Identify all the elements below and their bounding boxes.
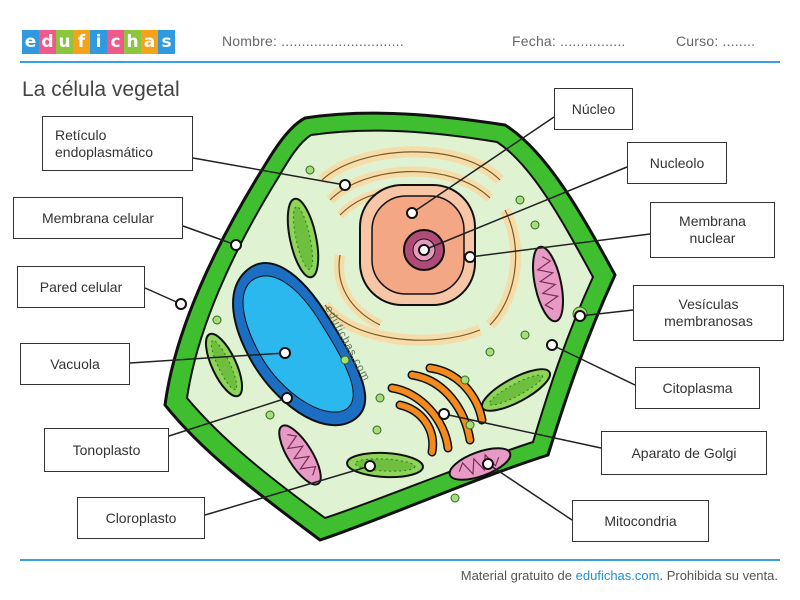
logo-letter: e [22, 30, 39, 54]
label-membrana-celular: Membrana celular [13, 197, 183, 239]
logo-letter: u [56, 30, 73, 54]
page-title: La célula vegetal [22, 78, 180, 101]
label-nucleolo: Nucleolo [627, 142, 727, 184]
label-aparato-de-golgi: Aparato de Golgi [601, 431, 767, 475]
label-vacuola: Vacuola [20, 343, 130, 385]
leader-lines [129, 116, 651, 521]
fecha-field: Fecha: ................ [512, 33, 626, 49]
label-vesiculas-line2: membranosas [664, 313, 753, 329]
logo-letter: d [39, 30, 56, 54]
logo-letter: f [73, 30, 90, 54]
footer-prefix: Material gratuito de [460, 568, 576, 583]
label-citoplasma: Citoplasma [635, 367, 760, 409]
logo-letter: i [90, 30, 107, 54]
logo-letter: c [107, 30, 124, 54]
chloroplasts [204, 197, 552, 479]
label-nucleo: Núcleo [554, 88, 633, 130]
footer-text: Material gratuito de edufichas.com. Proh… [461, 568, 778, 583]
vacuole [232, 262, 367, 427]
label-tonoplasto: Tonoplasto [44, 428, 169, 472]
header-divider [20, 61, 780, 63]
nucleus [359, 184, 476, 306]
footer-link[interactable]: edufichas.com [575, 568, 660, 583]
logo-letter: h [124, 30, 141, 54]
mitochondria [278, 245, 564, 486]
golgi-apparatus [387, 363, 487, 457]
nombre-field: Nombre: .............................. [222, 33, 404, 49]
footer-suffix: . Prohibida su venta. [659, 568, 778, 583]
label-reticulo-line2: endoplasmático [55, 143, 154, 160]
logo-letter: s [158, 30, 175, 54]
footer-divider [20, 559, 780, 561]
curso-field: Curso: ........ [676, 33, 756, 49]
label-membrana-nuclear-line2: nuclear [689, 230, 736, 246]
label-vesiculas-line1: Vesículas [678, 296, 739, 312]
pointer-dots [175, 179, 586, 472]
label-membrana-nuclear-line1: Membrana [679, 213, 746, 229]
label-mitocondria: Mitocondria [572, 500, 709, 542]
label-reticulo-line1: Retículo [55, 126, 107, 143]
logo-letter: a [141, 30, 158, 54]
label-cloroplasto: Cloroplasto [77, 497, 205, 539]
label-pared-celular: Pared celular [17, 266, 145, 308]
